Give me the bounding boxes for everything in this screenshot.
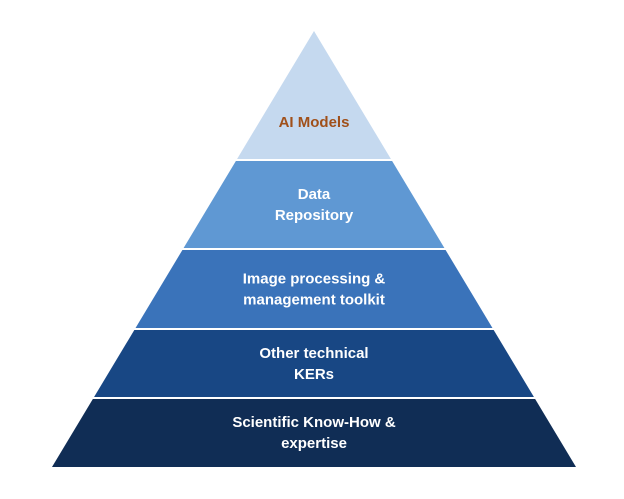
pyramid-layer-label: Scientific Know-How & expertise — [232, 414, 396, 452]
pyramid-layer-label-line: management toolkit — [243, 292, 385, 309]
pyramid-layer-shape — [135, 250, 493, 328]
pyramid-layer-label-line: AI Models — [279, 114, 350, 131]
pyramid-layer-label-line: Scientific Know-How & — [232, 414, 396, 431]
pyramid-layer-shape — [52, 399, 576, 467]
pyramid-layer-label-line: Data — [298, 186, 331, 203]
pyramid-layer-label: AI Models — [279, 114, 350, 131]
pyramid-layer-label-line: Image processing & — [243, 271, 386, 288]
pyramid-layer-label-line: Repository — [275, 207, 354, 224]
pyramid-layer-image-processing: Image processing & management toolkit — [135, 250, 493, 328]
pyramid-layer-ai-models: AI Models — [237, 31, 391, 159]
pyramid-layer-label-line: KERs — [294, 366, 334, 383]
pyramid-layer-scientific-know-how: Scientific Know-How & expertise — [52, 399, 576, 467]
pyramid-layer-label-line: Other technical — [259, 345, 368, 362]
pyramid-layer-label: Image processing & management toolkit — [243, 271, 386, 309]
pyramid-layer-shape — [237, 31, 391, 159]
pyramid-layer-label-line: expertise — [281, 435, 347, 452]
pyramid-layer-shape — [94, 330, 534, 397]
pyramid-layer-shape — [183, 161, 445, 248]
